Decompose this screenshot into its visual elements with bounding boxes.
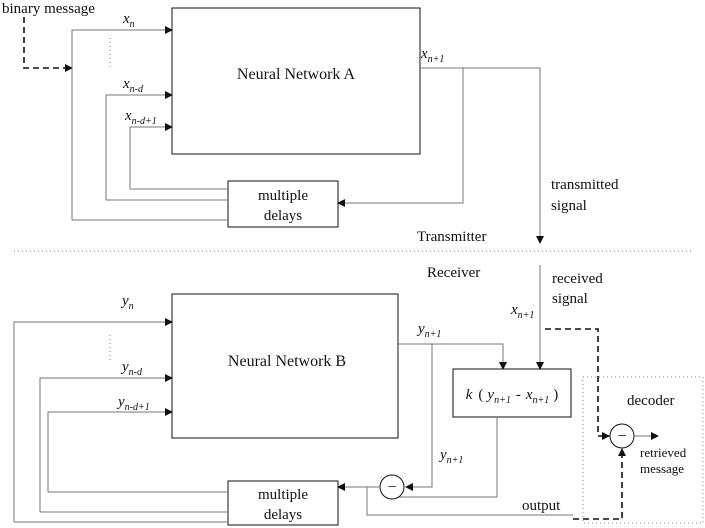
- ynd1-input-line: [47, 408, 173, 492]
- x-out-label: xn+1: [420, 46, 444, 65]
- ynd-input-line: [39, 374, 173, 512]
- ynd-label: yn-d: [120, 359, 143, 378]
- k-difference-label: k(yn+1-xn+1): [466, 387, 559, 406]
- output-to-decoder: [573, 448, 626, 520]
- neural-network-b-label: Neural Network B: [228, 353, 346, 370]
- y-out-label: yn+1: [416, 321, 441, 340]
- y-feedback-label: yn+1: [438, 447, 463, 466]
- binary-message-label: binary message: [2, 1, 95, 17]
- receiver-delays-label-2: delays: [264, 507, 302, 523]
- decoder-box: [582, 376, 704, 524]
- xnd-input-line: [105, 91, 173, 200]
- yn-input-line: [13, 318, 173, 522]
- output-line: [366, 487, 573, 516]
- transmitted-signal-line: [420, 67, 544, 244]
- transmitter-delays-box: [227, 180, 339, 228]
- xnd1-label: xn-d+1: [124, 108, 157, 127]
- retrieved-message-label-2: message: [640, 461, 684, 476]
- y-out-to-k-line: [398, 343, 507, 370]
- received-x-to-decoder: [545, 328, 610, 440]
- neural-network-b-box: [171, 293, 399, 439]
- k-to-subtractor-line: [392, 417, 498, 498]
- receiver-delays-label-1: multiple: [258, 487, 308, 503]
- neural-network-a-label: Neural Network A: [237, 66, 356, 83]
- received-signal-label-2: signal: [552, 291, 588, 307]
- xn-label: xn: [122, 11, 135, 30]
- decoder-subtractor-symbol: −: [617, 428, 626, 445]
- received-signal-label-1: received: [552, 271, 603, 287]
- transmitted-signal-label-1: transmitted: [551, 177, 619, 193]
- y-feedback-line: [405, 344, 433, 491]
- yn-label: yn: [120, 293, 134, 312]
- transmitter-feedback-line: [337, 68, 464, 207]
- transmitted-signal-label-2: signal: [551, 198, 587, 214]
- binary-message-arrow: [23, 17, 73, 72]
- output-label: output: [522, 498, 561, 514]
- transmitter-delays-label-2: delays: [264, 208, 302, 224]
- xn-input-line: [71, 26, 173, 220]
- x-received-label: xn+1: [510, 302, 534, 321]
- xnd1-input-line: [129, 123, 173, 189]
- receiver-subtractor-symbol: −: [387, 479, 396, 496]
- k-difference-box: [452, 368, 572, 418]
- transmitter-delays-label-1: multiple: [258, 188, 308, 204]
- receiver-delays-box: [227, 480, 339, 526]
- neural-network-a-box: [171, 7, 421, 155]
- receiver-section-label: Receiver: [427, 265, 480, 281]
- transmitter-section-label: Transmitter: [417, 229, 486, 245]
- decoder-label: decoder: [627, 393, 674, 409]
- ynd1-label: yn-d+1: [116, 394, 150, 413]
- retrieved-message-label-1: retrieved: [640, 445, 687, 460]
- xnd-label: xn-d: [122, 76, 144, 95]
